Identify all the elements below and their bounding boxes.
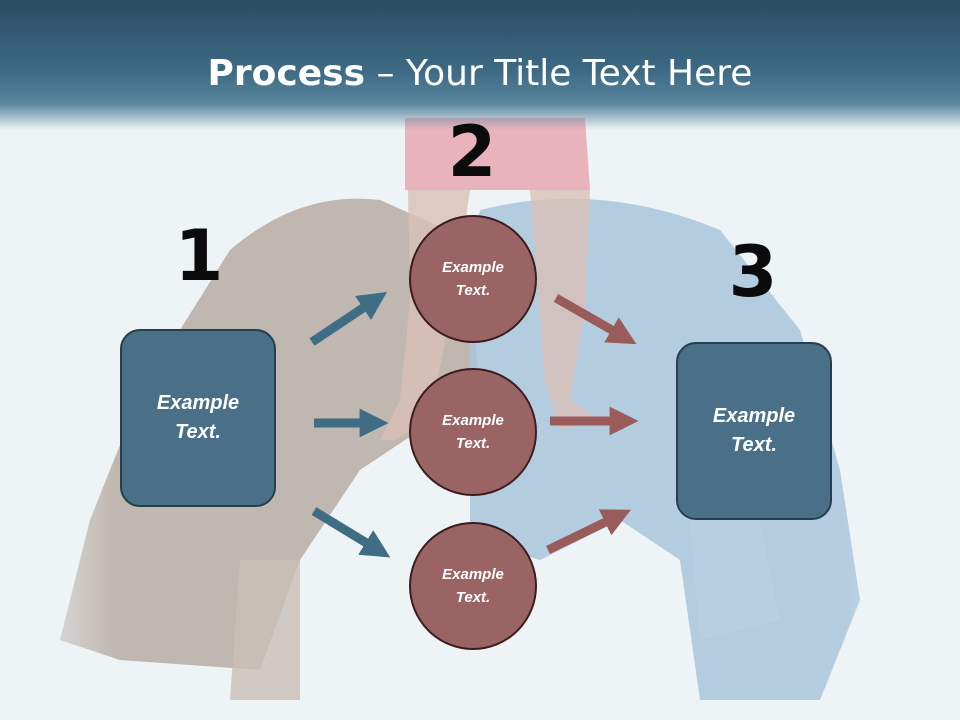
slide-title[interactable]: Process – Your Title Text Here [0,52,960,96]
circle-text: Example Text. [442,566,504,606]
step-1-box[interactable]: Example Text. [120,329,276,507]
step-2-circle-bottom[interactable]: Example Text. [409,522,537,650]
circle-text: Example Text. [442,412,504,452]
step-3-box[interactable]: Example Text. [676,342,832,520]
step-3-number: 3 [728,231,778,313]
arrow-from-top-circle [553,294,637,345]
arrow-to-top-circle [309,292,387,346]
step-1-text: Example Text. [156,392,240,443]
step-3-text: Example Text. [712,405,796,456]
arrow-from-bottom-circle [546,509,631,555]
step-2-circle-middle[interactable]: Example Text. [409,368,537,496]
step-2-circle-top[interactable]: Example Text. [409,215,537,343]
title-rest-part: – Your Title Text Here [365,53,753,94]
title-bar [0,0,960,130]
title-bold-part: Process [207,53,366,94]
circle-text: Example Text. [442,259,504,299]
arrow-to-bottom-circle [311,507,391,558]
step-2-number: 2 [447,111,497,193]
step-1-number: 1 [174,215,224,297]
